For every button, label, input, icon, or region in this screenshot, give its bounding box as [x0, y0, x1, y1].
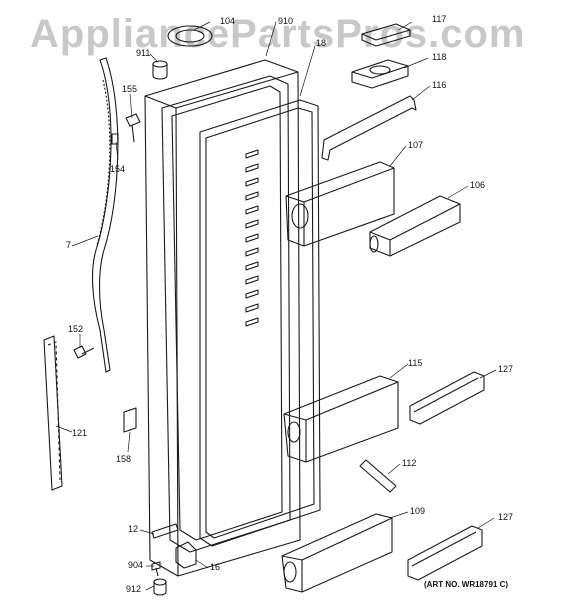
callout-115: 115	[408, 358, 422, 368]
callout-labels: 104 910 911 18 117 118 116 155 154 7 107…	[66, 14, 513, 594]
small-bin-117	[361, 23, 411, 47]
door-gasket	[199, 99, 321, 547]
callout-910: 910	[278, 16, 293, 26]
door-shelf-109	[281, 513, 393, 593]
watermark: AppliancePartsPros.com	[30, 12, 526, 56]
small-bin-118	[351, 59, 409, 89]
liner-shelf-ribs	[245, 149, 259, 327]
callout-155: 155	[122, 84, 137, 94]
callout-118: 118	[432, 52, 446, 62]
bin-front-127-upper	[409, 371, 485, 425]
outer-door-panel	[144, 59, 301, 577]
trim-strip	[43, 335, 63, 491]
leader-lines	[55, 21, 497, 591]
callout-127-upper: 127	[498, 364, 513, 374]
door-stop-16	[175, 541, 197, 569]
screw-154	[111, 133, 119, 145]
callout-16: 16	[210, 562, 220, 572]
screw-152	[73, 345, 95, 359]
callout-127-lower: 127	[498, 512, 513, 522]
door-liner	[161, 75, 291, 553]
callout-104: 104	[220, 16, 235, 26]
rail-116	[321, 95, 417, 161]
callout-117: 117	[432, 14, 446, 24]
bushing-912	[153, 578, 167, 596]
clip-112	[359, 459, 397, 493]
screw-904	[151, 561, 161, 577]
callout-904: 904	[128, 560, 143, 570]
door-shelf-115	[283, 375, 399, 463]
hinge-pin	[152, 60, 168, 80]
callout-911: 911	[136, 48, 150, 58]
callout-912: 912	[126, 584, 141, 594]
bin-front-127-lower	[407, 525, 483, 581]
callout-121: 121	[72, 428, 87, 438]
callout-18: 18	[316, 38, 326, 48]
door-handle	[91, 57, 119, 373]
callout-116: 116	[432, 80, 446, 90]
door-bin-106	[369, 195, 461, 257]
callout-12: 12	[128, 524, 138, 534]
door-shelf-107	[285, 161, 395, 247]
screw-155	[125, 113, 141, 143]
callout-112: 112	[402, 458, 416, 468]
callout-106: 106	[470, 180, 485, 190]
bracket-158	[123, 407, 137, 433]
callout-107: 107	[408, 140, 423, 150]
art-number: (ART NO. WR18791 C)	[424, 580, 509, 589]
callout-152: 152	[68, 324, 83, 334]
callout-158: 158	[116, 454, 131, 464]
hinge-12	[151, 523, 179, 539]
callout-109: 109	[410, 506, 425, 516]
callout-154: 154	[110, 164, 125, 174]
callout-7: 7	[66, 240, 71, 250]
top-cap	[167, 25, 213, 47]
